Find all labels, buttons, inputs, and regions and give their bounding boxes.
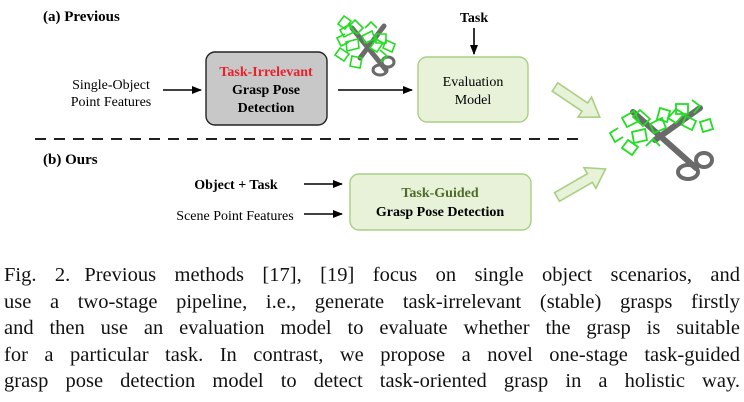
task-guided-line2: Grasp Pose Detection [376,205,505,220]
task-guided-title: Task-Guided [401,186,479,201]
evaluation-line2: Model [455,93,492,108]
scene-input-label: Scene Point Features [176,209,293,224]
caption-line-5: grasp pose detection model to detect tas… [4,370,740,392]
task-irrelevant-detector-box [205,51,328,126]
hollow-arrow-upper [551,81,601,119]
task-guided-detector-box [349,173,532,231]
scissors-grasps-small-icon [333,14,397,77]
pipeline-diagram: (a) Previous (b) Ours Single-Object Poin… [35,9,715,231]
evaluation-line1: Evaluation [443,75,504,90]
figure-caption: Fig. 2. Previous methods [17], [19] focus… [4,262,740,395]
single-object-input-label-line2: Point Features [71,95,152,110]
previous-section-label: (a) Previous [43,9,120,25]
object-task-input-label: Object + Task [194,178,278,193]
task-label: Task [460,11,489,26]
single-object-input-label: Single-Object [72,78,150,93]
detector-line2: Grasp Pose [232,83,300,98]
caption-line-3: and then use an evaluation model to eval… [4,317,740,339]
hollow-arrow-lower [553,166,607,203]
scissors-grasps-large-icon [608,99,715,181]
figure-label: Fig. 2. [4,264,71,286]
caption-line-1: Fig. 2. Previous methods [17], [19] focus… [4,262,740,289]
detector-line3: Detection [238,101,295,116]
ours-section-label: (b) Ours [43,152,98,168]
caption-line-4: for a particular task. In contrast, we p… [4,343,740,366]
caption-line-2: use a two-stage pipeline, i.e., generate… [4,290,740,313]
task-irrelevant-title: Task-Irrelevant [219,65,313,80]
evaluation-model-box [417,56,529,123]
caption-line-1-text: Previous methods [17], [19] focus on sin… [84,264,740,286]
